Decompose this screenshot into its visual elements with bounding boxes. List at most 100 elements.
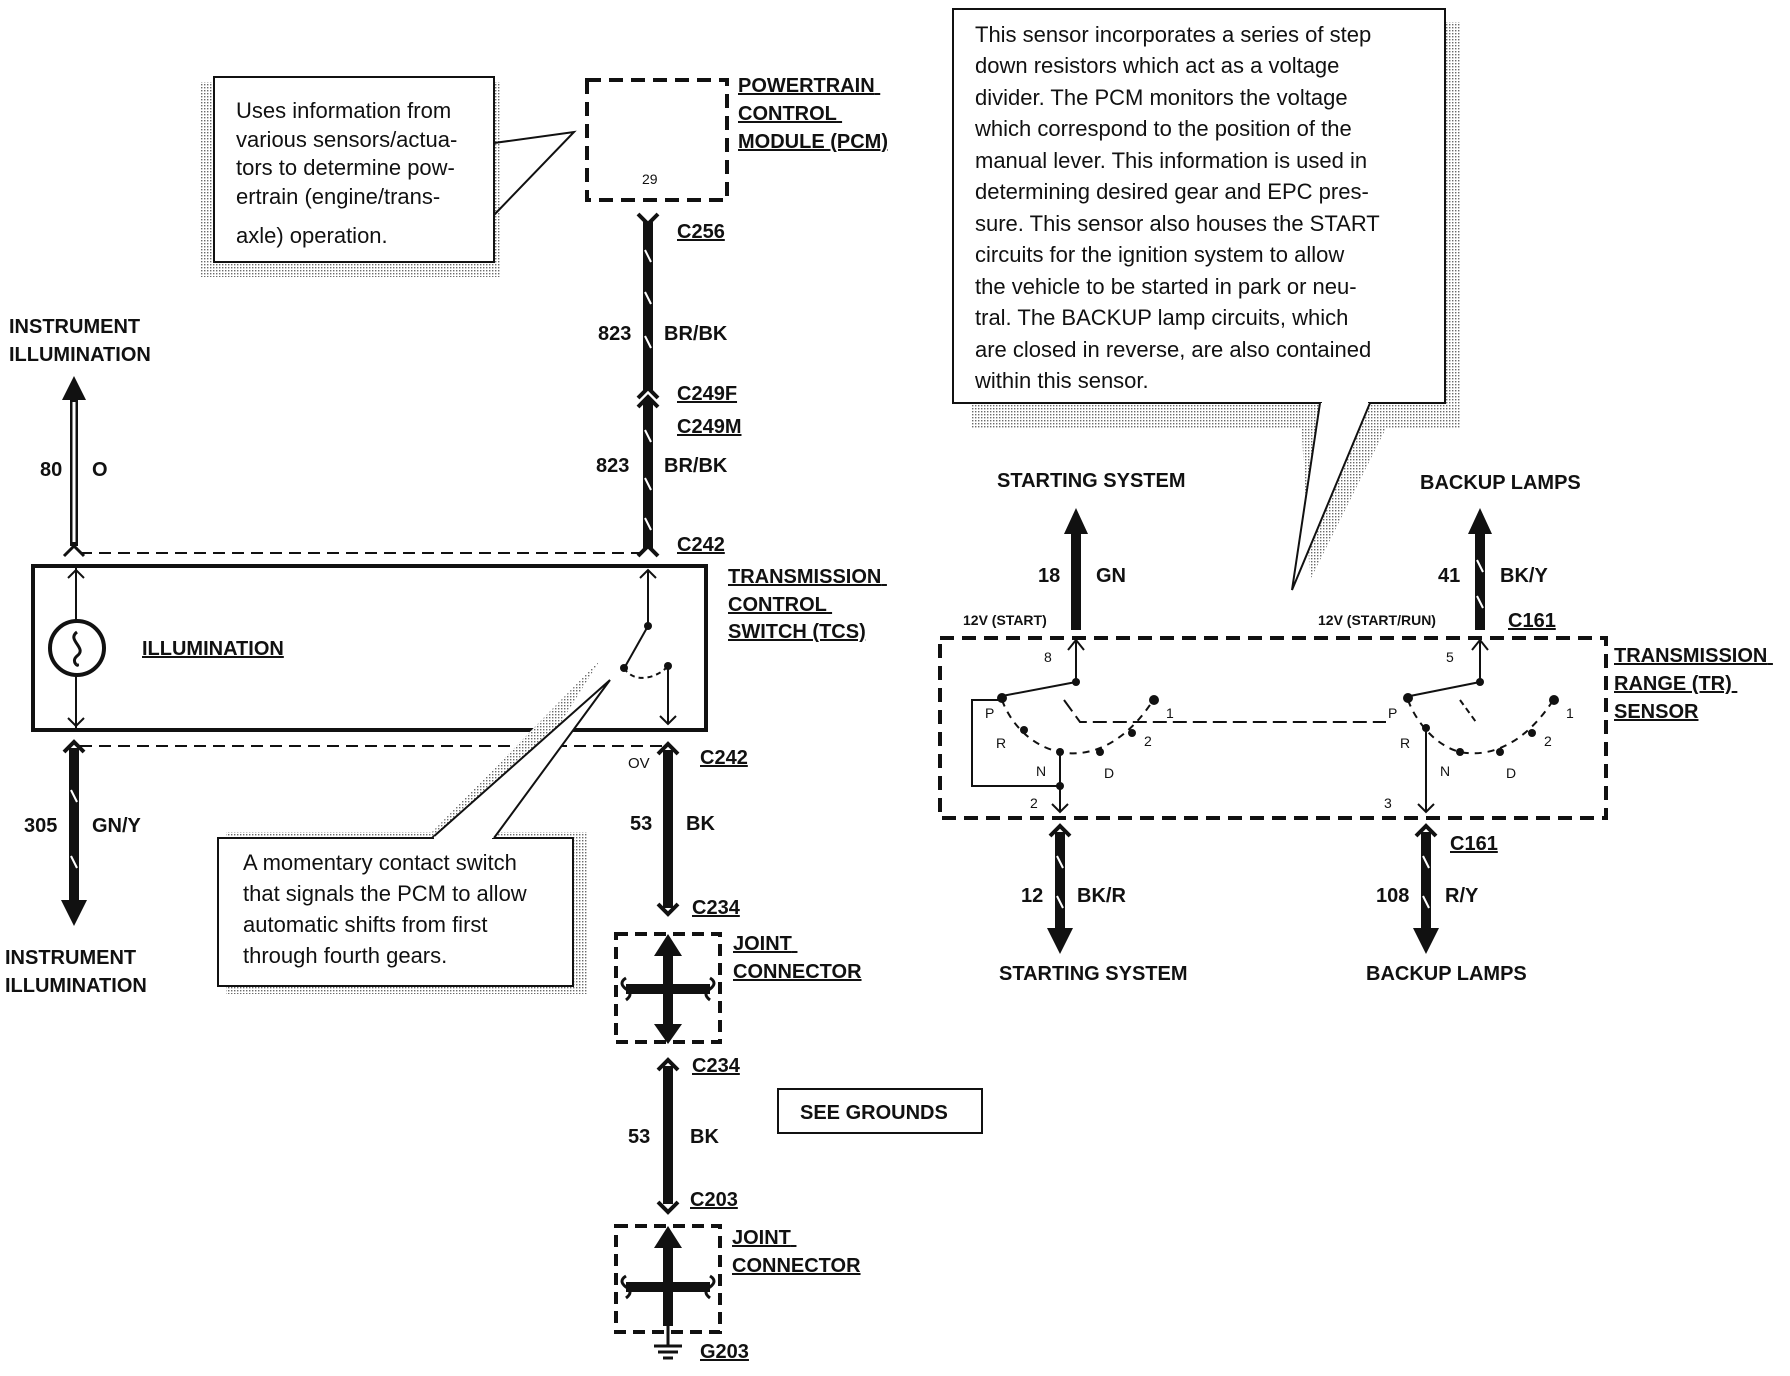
left-d-label: D	[1104, 765, 1114, 781]
see-grounds-box[interactable]: SEE GROUNDS	[777, 1088, 983, 1134]
instr-bottom-label: INSTRUMENT	[5, 947, 136, 969]
v-start-label: 12V (START)	[963, 612, 1047, 628]
switch-note-line: through fourth gears.	[243, 943, 447, 968]
sensor-note-line: divider. The PCM monitors the voltage	[975, 85, 1348, 110]
joint2-label: CONNECTOR	[732, 1255, 861, 1277]
right-n-label: N	[1440, 763, 1450, 779]
c203-label: C203	[690, 1189, 738, 1211]
sensor-note-line: circuits for the ignition system to allo…	[975, 242, 1344, 267]
left-1-label: 1	[1166, 705, 1174, 721]
wire-number: 41	[1438, 565, 1460, 587]
sensor-note-line: manual lever. This information is used i…	[975, 148, 1367, 173]
tr-sensor-box	[938, 636, 1608, 820]
pcm-box	[585, 78, 729, 202]
pcm-callout-pointer	[493, 130, 577, 216]
transmission-control-switch: ILLUMINATION TRANSMISSION CONTROL SWITCH…	[31, 564, 881, 732]
left-2-label: 2	[1144, 733, 1152, 749]
tr-label: RANGE (TR)	[1614, 673, 1732, 695]
svg-text:INSTRUMENT ILLUMINATION: INSTRUMENT ILLUMINATION	[9, 316, 151, 366]
arrow-up-icon	[62, 376, 86, 400]
sensor-callout-pointer	[1291, 402, 1371, 591]
see-grounds-label[interactable]: SEE GROUNDS	[800, 1102, 948, 1124]
joint-connector-1: JOINT CONNECTOR	[614, 932, 862, 1044]
c249f-label: C249F	[677, 383, 737, 405]
left-p-label: P	[985, 705, 994, 721]
illumination-bulb-icon	[48, 619, 106, 677]
wire-number: 305	[24, 815, 57, 837]
wire-number: 823	[598, 323, 631, 345]
wire-color: R/Y	[1445, 885, 1479, 907]
tr-backup-switch: 5 P R N D 2 1 3	[1384, 638, 1574, 814]
svg-text:JOINT CONNECTOR: JOINT CONNECTOR	[733, 933, 862, 983]
pin2-label: 2	[1030, 795, 1038, 811]
svg-text:This sensor incorporates a ser: This sensor incorporates a series of ste…	[974, 22, 1385, 393]
left-r-label: R	[996, 735, 1006, 751]
c256-label: C256	[677, 221, 725, 243]
tr-label: TRANSMISSION	[1614, 645, 1767, 667]
arrow-down-icon	[61, 900, 87, 926]
svg-text:JOINT CONNECTOR: JOINT CONNECTOR	[732, 1227, 861, 1277]
c234-b-label: C234	[692, 1055, 741, 1077]
switch-note-line: that signals the PCM to allow	[243, 881, 527, 906]
c256-pin	[636, 212, 660, 227]
pin8-label: 8	[1044, 649, 1052, 665]
v-startrun-label: 12V (START/RUN)	[1318, 612, 1436, 628]
left-n-label: N	[1036, 763, 1046, 779]
right-p-label: P	[1388, 705, 1397, 721]
pcm-note-line: axle) operation.	[236, 223, 388, 248]
arrow-up-icon	[1064, 508, 1088, 534]
pcm-note-line: tors to determine pow-	[236, 155, 455, 180]
pcm-label: POWERTRAIN	[738, 75, 875, 97]
wire-53-lower-run: C234 53 BK C203	[628, 1055, 741, 1215]
sensor-note-line: which correspond to the position of the	[974, 116, 1352, 141]
sensor-note-line: tral. The BACKUP lamp circuits, which	[975, 305, 1348, 330]
joint1-label: JOINT	[733, 933, 792, 955]
c249m-label: C249M	[677, 416, 741, 438]
pcm-note-line: Uses information from	[236, 98, 451, 123]
pcm-callout-box	[213, 76, 495, 263]
wire-color: BK	[690, 1126, 719, 1148]
wire-number: 108	[1376, 885, 1409, 907]
starting-system-bottom: 12 BK/R STARTING SYSTEM	[999, 823, 1188, 985]
ov-label: OV	[628, 755, 650, 772]
wire-color: BK/Y	[1500, 565, 1548, 587]
see-grounds-frame[interactable]	[777, 1088, 983, 1134]
pcm-pin-label: 29	[642, 171, 658, 187]
c242-top-pin	[636, 543, 660, 558]
pcm-note-line: various sensors/actua-	[236, 127, 457, 152]
wire-823-run: C256 823 BR/BK C249F C249M 823 BR/BK C24…	[596, 212, 741, 558]
wire-color: GN/Y	[92, 815, 142, 837]
joint2-label: JOINT	[732, 1227, 791, 1249]
pcm-module: 29 POWERTRAIN CONTROL MODULE (PCM)	[585, 75, 888, 202]
svg-text:Uses information from va: Uses information from various sensors/ac…	[236, 98, 463, 248]
sensor-callout-box	[952, 8, 1446, 404]
starting-system-top: STARTING SYSTEM 18 GN 12V (START)	[963, 470, 1186, 630]
right-2-label: 2	[1544, 733, 1552, 749]
wire-number: 53	[630, 813, 652, 835]
joint1-label: CONNECTOR	[733, 961, 862, 983]
c234-a-label: C234	[692, 897, 741, 919]
wire-number: 80	[40, 459, 62, 481]
pin5-label: 5	[1446, 649, 1454, 665]
transmission-range-sensor: TRANSMISSION RANGE (TR) SENSOR 8 P R N D…	[938, 636, 1773, 820]
svg-text:TRANSMISSION RANGE (TR): TRANSMISSION RANGE (TR) SENSOR	[1614, 645, 1773, 723]
wire-color: GN	[1096, 565, 1126, 587]
sensor-callout: This sensor incorporates a series of ste…	[952, 8, 1460, 591]
switch-note-line: A momentary contact switch	[243, 850, 517, 875]
pcm-note-line: ertrain (engine/trans-	[236, 184, 440, 209]
pcm-label: MODULE (PCM)	[738, 131, 888, 153]
wire-number: 53	[628, 1126, 650, 1148]
sensor-note-line: down resistors which act as a voltage	[975, 53, 1339, 78]
tr-label: SENSOR	[1614, 701, 1699, 723]
right-d-label: D	[1506, 765, 1516, 781]
sensor-note-line: sure. This sensor also houses the START	[975, 211, 1379, 236]
wire-color: O	[92, 459, 108, 481]
tr-start-switch: 8 P R N D 2 1 2	[971, 638, 1386, 814]
wire-color: BK	[686, 813, 715, 835]
backup-bottom-label: BACKUP LAMPS	[1366, 963, 1527, 985]
instrument-illumination-top: INSTRUMENT ILLUMINATION 80 O	[9, 316, 151, 558]
tcs-label: CONTROL	[728, 594, 827, 616]
c161-bottom-label: C161	[1450, 833, 1498, 855]
